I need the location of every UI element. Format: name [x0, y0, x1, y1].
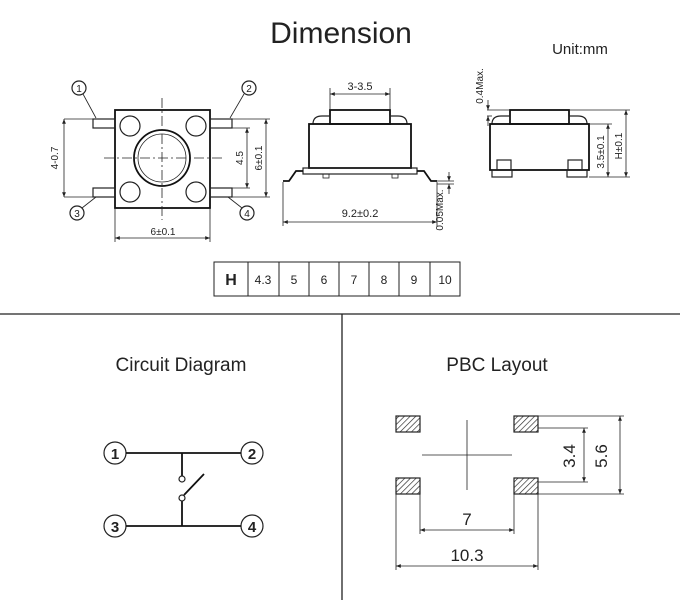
top-view: 1 2 3 4 4-0.7 6±0.1 4.5 6±0.1 [50, 80, 270, 242]
h-table-cell: 5 [291, 273, 298, 287]
pin-3-callout: 3 [74, 209, 80, 220]
pin-2-callout: 2 [246, 84, 252, 95]
plunger [329, 109, 391, 125]
h-table: H 4.3 5 6 7 8 9 10 [213, 261, 461, 297]
h-table-cell: 7 [351, 273, 358, 287]
pcb-pad [395, 477, 421, 495]
h-table-cell: 8 [381, 273, 388, 287]
corner-post [119, 115, 141, 137]
pcb-pad [513, 415, 539, 433]
lead-3 [92, 187, 116, 198]
pin-4-callout: 4 [244, 209, 250, 220]
circuit-pin-3: 3 [111, 519, 119, 536]
length-dim-label: 9.2±0.2 [342, 208, 379, 220]
h-table-header: H [225, 272, 237, 289]
h-table-cell: 10 [438, 273, 452, 287]
pin-pitch-label: 4-0.7 [50, 146, 61, 169]
pcb-dim-5-6: 5.6 [592, 444, 611, 468]
end-view: 0.4Max. 3.5±0.1 H±0.1 [475, 68, 630, 178]
corner-post [185, 115, 207, 137]
side-view: 3-3.5 9.2±0.2 0.05Max. [282, 81, 454, 231]
lead-4 [209, 187, 233, 198]
circuit-pin-2: 2 [248, 446, 256, 463]
pcb-dim-3-4: 3.4 [560, 444, 579, 468]
h-dim-label: H±0.1 [614, 132, 625, 159]
switch-contact [183, 473, 205, 496]
corner-post [185, 181, 207, 203]
lead-2 [209, 118, 233, 129]
circuit-diagram: Circuit Diagram 1 2 3 4 [103, 355, 264, 538]
h-table-cell: 9 [411, 273, 418, 287]
top-max-label: 0.4Max. [475, 68, 486, 104]
inner-dim-label: 4.5 [235, 151, 246, 165]
plunger-dim-label: 3-3.5 [347, 81, 372, 93]
body-height-label: 6±0.1 [254, 145, 265, 170]
h-table-cell: 6 [321, 273, 328, 287]
lead-dim-label: 0.05Max. [435, 189, 446, 230]
page-title: Dimension [270, 17, 412, 50]
pcb-dim-10-3: 10.3 [450, 546, 483, 565]
unit-label: Unit:mm [552, 41, 608, 58]
pcb-pad [513, 477, 539, 495]
pin-1-callout: 1 [76, 84, 82, 95]
body-width-label: 6±0.1 [151, 227, 176, 238]
switch-body-outline [114, 109, 211, 209]
corner-post [119, 181, 141, 203]
pcb-dim-7: 7 [462, 510, 471, 529]
body-height-end-label: 3.5±0.1 [596, 135, 607, 169]
end-body [489, 123, 590, 171]
pcb-title: PBC Layout [446, 355, 548, 376]
side-body [308, 123, 412, 169]
circuit-pin-4: 4 [248, 519, 257, 536]
h-table-cell: 4.3 [255, 273, 272, 287]
lead-1 [92, 118, 116, 129]
pcb-pad [395, 415, 421, 433]
pcb-layout: PBC Layout 3.4 5.6 7 10.3 [395, 355, 624, 570]
circuit-pin-1: 1 [111, 446, 119, 463]
circuit-title: Circuit Diagram [116, 355, 247, 376]
